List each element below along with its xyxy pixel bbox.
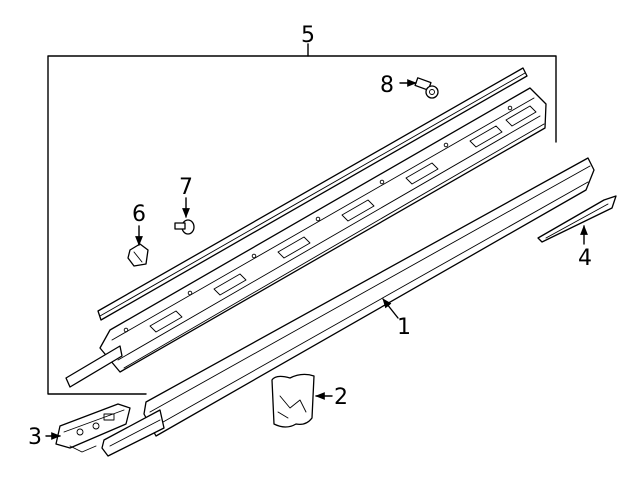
leader-arrows (45, 79, 588, 440)
callout-7: 7 (179, 175, 193, 200)
rocker-molding (101, 157, 595, 457)
callout-6: 6 (132, 202, 146, 227)
retainer-clip (127, 243, 149, 267)
push-pin (174, 219, 195, 235)
callout-3: 3 (28, 425, 42, 450)
rocker-reinforcement (65, 87, 547, 388)
callout-8: 8 (380, 73, 394, 98)
screw-clip (414, 77, 439, 99)
callout-1: 1 (397, 315, 411, 340)
assembly-bracket (47, 43, 557, 395)
molding-extension (537, 195, 617, 243)
hardware-kit-bag (271, 373, 315, 428)
end-bracket (55, 403, 131, 453)
callout-4: 4 (578, 246, 592, 271)
callout-5: 5 (301, 23, 315, 48)
callout-2: 2 (334, 385, 348, 410)
reinforcement-slots (149, 105, 537, 333)
upper-trim-strip (97, 67, 528, 321)
reinforcement-holes (123, 105, 513, 333)
